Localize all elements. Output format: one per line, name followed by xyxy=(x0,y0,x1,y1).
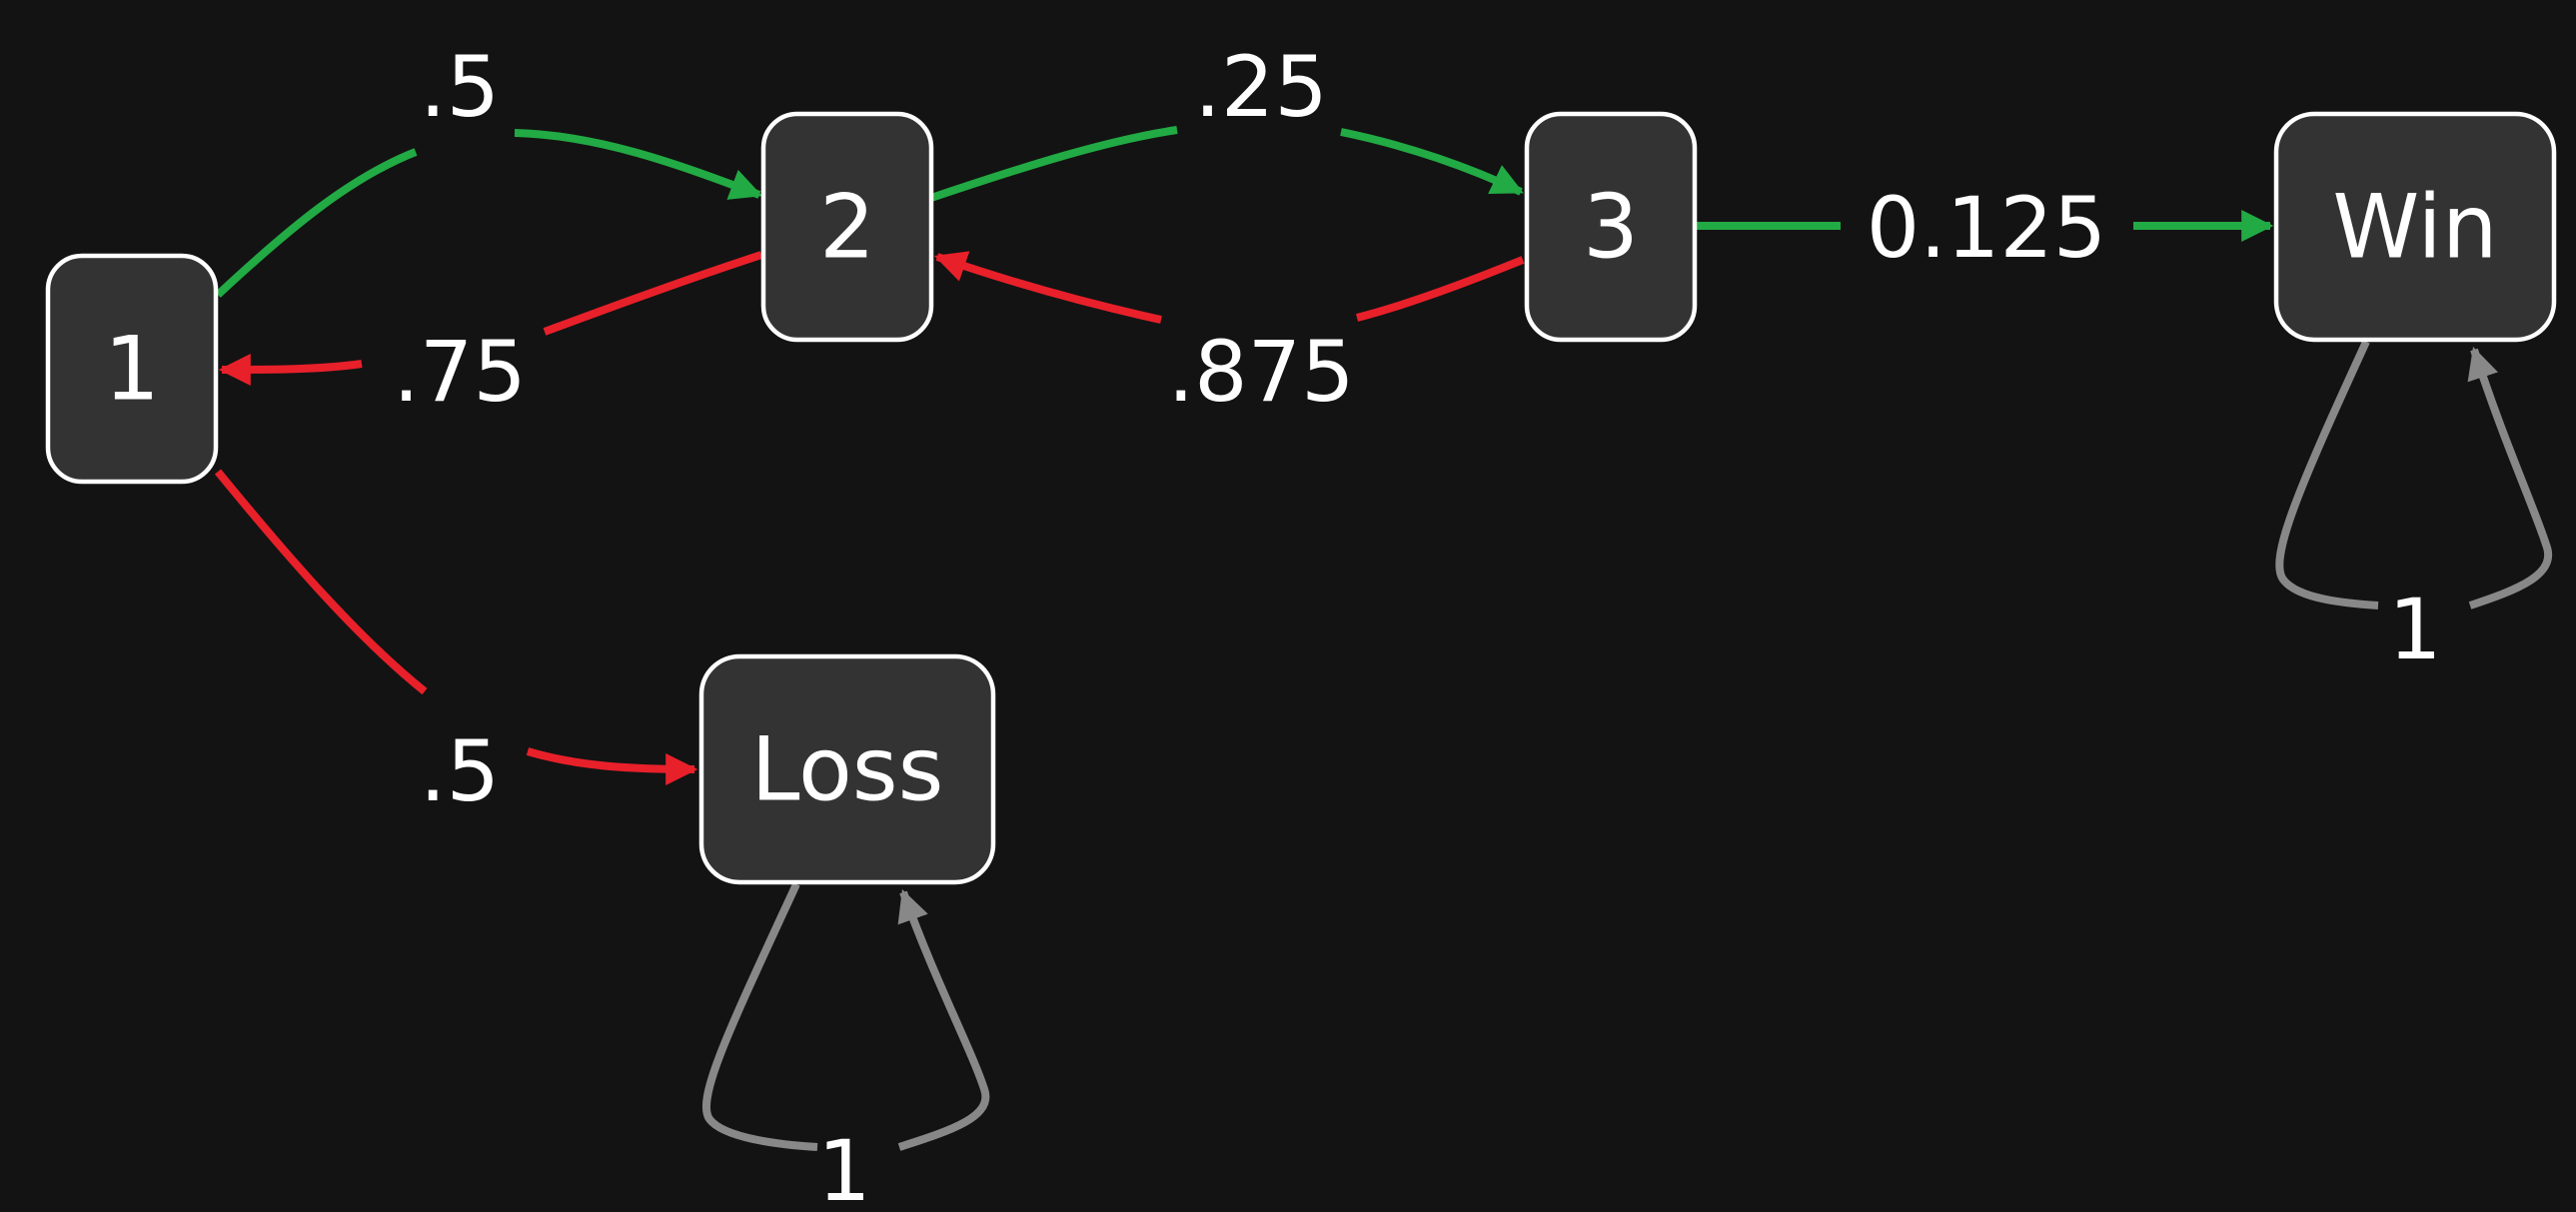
state-node-1-label: 1 xyxy=(104,318,160,421)
edge-label-loss-loop: 1 xyxy=(817,1122,870,1212)
edge-3-to-2-part-a xyxy=(1356,256,1525,322)
edge-loss-loop-part-b xyxy=(897,888,990,1151)
edge-3-to-win: 0.125 xyxy=(1696,179,2274,277)
edge-1-to-2-part-a xyxy=(215,148,418,298)
edge-2-to-3-part-a xyxy=(929,126,1178,202)
edge-1-to-2: .5 xyxy=(215,38,762,298)
state-node-loss-label: Loss xyxy=(750,718,943,821)
edge-1-to-loss: .5 xyxy=(214,469,698,820)
edge-2-to-1: .75 xyxy=(218,251,763,421)
state-node-loss: Loss xyxy=(698,653,996,885)
edge-3-to-2: .875 xyxy=(933,251,1525,421)
edge-2-to-1-part-a xyxy=(543,251,763,336)
edge-label-2-to-1: .75 xyxy=(393,323,527,421)
edge-1-to-loss-part-b xyxy=(526,747,698,785)
edge-label-2-to-3: .25 xyxy=(1194,38,1328,136)
state-node-win-label: Win xyxy=(2332,176,2497,279)
state-node-1: 1 xyxy=(45,253,219,485)
edge-win-loop-part-b xyxy=(2467,346,2552,609)
edge-loss-loop-part-a xyxy=(701,882,818,1151)
edge-loss-self-loop: 1 xyxy=(701,882,990,1212)
state-node-2: 2 xyxy=(760,111,934,343)
edge-2-to-3-part-b xyxy=(1340,128,1524,196)
edge-2-to-1-part-b xyxy=(218,353,363,386)
edge-label-win-loop: 1 xyxy=(2388,581,2441,678)
state-node-3-label: 3 xyxy=(1583,176,1639,279)
edge-win-self-loop: 1 xyxy=(2275,340,2552,678)
state-node-2-label: 2 xyxy=(819,176,875,279)
edge-label-1-to-2: .5 xyxy=(420,38,500,136)
state-node-win: Win xyxy=(2273,111,2557,343)
edge-1-to-loss-part-a xyxy=(214,469,428,695)
edge-label-3-to-win: 0.125 xyxy=(1867,179,2106,277)
edge-2-to-3: .25 xyxy=(929,38,1524,202)
state-node-3: 3 xyxy=(1524,111,1698,343)
edge-1-to-2-part-b xyxy=(514,129,762,200)
edge-win-loop-part-a xyxy=(2275,340,2379,609)
edge-label-3-to-2: .875 xyxy=(1167,323,1354,421)
edge-label-1-to-loss: .5 xyxy=(420,722,500,820)
edge-3-to-2-part-b xyxy=(933,251,1162,324)
